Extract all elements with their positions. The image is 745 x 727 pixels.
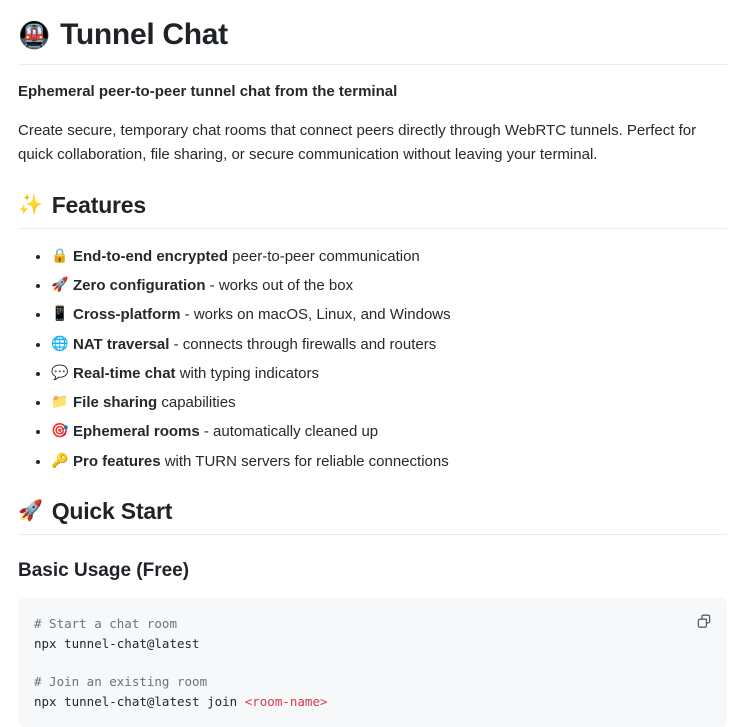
page-subtitle: Ephemeral peer-to-peer tunnel chat from … (18, 82, 398, 100)
code-content: # Start a chat room npx tunnel-chat@late… (34, 614, 711, 711)
list-item: 🎯Ephemeral rooms - automatically cleaned… (18, 420, 727, 443)
code-command-2: npx tunnel-chat@latest join (34, 693, 245, 709)
rocket-icon: 🚀 (18, 500, 43, 523)
feature-description: - works out of the box (205, 277, 354, 294)
feature-label: Zero configuration (73, 277, 206, 294)
feature-description: - connects through firewalls and routers (169, 335, 437, 353)
metro-train-icon: 🚇 (18, 19, 51, 50)
feature-description: - automatically cleaned up (199, 423, 379, 441)
list-item: 🌐NAT traversal - connects through firewa… (18, 333, 727, 356)
feature-label: Pro features (73, 452, 161, 470)
feature-label: End-to-end encrypted (73, 247, 229, 265)
feature-description: peer-to-peer communication (228, 247, 420, 265)
feature-label: Ephemeral rooms (73, 423, 200, 441)
target-icon: 🎯 (51, 422, 69, 439)
feature-description: with typing indicators (175, 364, 319, 382)
code-placeholder-room-name: <room-name> (244, 693, 328, 709)
list-item: 📁File sharing capabilities (18, 391, 727, 414)
list-item: 🚀Zero configuration - works out of the b… (18, 274, 727, 297)
feature-label: File sharing (73, 394, 158, 411)
list-item: 📱Cross-platform - works on macOS, Linux,… (18, 303, 727, 326)
intro-paragraph: Create secure, temporary chat rooms that… (18, 122, 697, 163)
code-block-basic-usage: # Start a chat room npx tunnel-chat@late… (18, 598, 727, 727)
rocket-icon: 🚀 (51, 276, 69, 292)
globe-icon: 🌐 (51, 334, 69, 351)
features-heading: ✨ Features (18, 191, 727, 229)
copy-icon (696, 613, 712, 629)
feature-description: capabilities (157, 394, 236, 411)
code-comment-2: # Join an existing room (34, 674, 208, 690)
mobile-phone-icon: 📱 (51, 305, 69, 322)
basic-usage-heading: Basic Usage (Free) (18, 559, 190, 581)
page-title-text: Tunnel Chat (60, 18, 228, 51)
code-command-1: npx tunnel-chat@latest (34, 635, 200, 651)
feature-label: Real-time chat (73, 364, 176, 382)
lock-icon: 🔒 (51, 246, 69, 263)
feature-label: NAT traversal (73, 335, 170, 353)
list-item: 🔑Pro features with TURN servers for reli… (18, 450, 727, 473)
quickstart-heading: 🚀 Quick Start (18, 497, 727, 535)
copy-code-button[interactable] (691, 608, 717, 634)
list-item: 🔒End-to-end encrypted peer-to-peer commu… (18, 245, 727, 268)
features-heading-text: Features (51, 192, 146, 218)
feature-label: Cross-platform (73, 306, 181, 324)
list-item: 💬Real-time chat with typing indicators (18, 362, 727, 385)
key-icon: 🔑 (51, 451, 69, 468)
feature-description: with TURN servers for reliable connectio… (160, 452, 449, 470)
features-list: 🔒End-to-end encrypted peer-to-peer commu… (18, 245, 727, 473)
code-comment-1: # Start a chat room (34, 616, 177, 632)
sparkles-icon: ✨ (18, 194, 43, 217)
quickstart-heading-text: Quick Start (51, 497, 173, 524)
page-title: 🚇 Tunnel Chat (18, 16, 727, 65)
feature-description: - works on macOS, Linux, and Windows (180, 306, 451, 324)
speech-balloon-icon: 💬 (51, 363, 69, 380)
folder-icon: 📁 (51, 393, 69, 409)
